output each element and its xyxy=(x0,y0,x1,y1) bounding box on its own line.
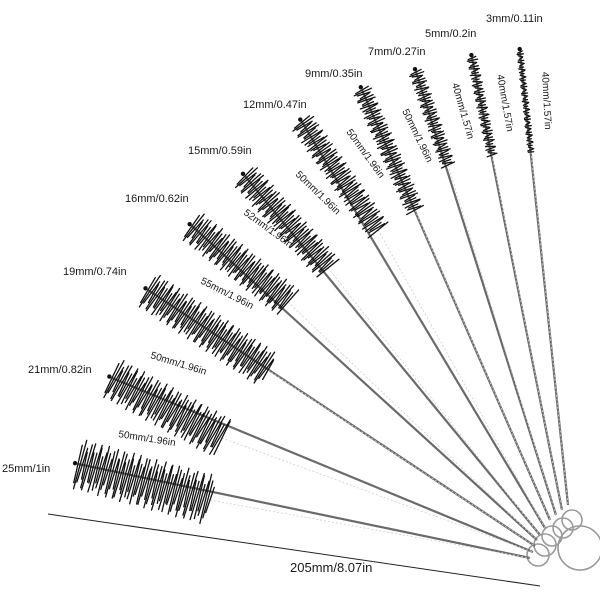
overall-length-label: 205mm/8.07in xyxy=(290,560,372,575)
brush-tip-15mm xyxy=(240,171,246,176)
brush-wire-twist-9mm xyxy=(414,209,551,521)
brush-15mm xyxy=(234,167,541,536)
diameter-label-3mm: 3mm/0.11in xyxy=(486,13,543,25)
brush-tip-21mm xyxy=(107,374,112,379)
brush-wire-7mm xyxy=(414,71,558,516)
brush-wire-twist-25mm xyxy=(209,499,531,559)
bristle-length-label-21mm: 50mm/1.96in xyxy=(149,350,208,377)
key-rings xyxy=(526,509,600,571)
brush-bristles-7mm xyxy=(409,68,456,169)
diameter-label-16mm: 16mm/0.62in xyxy=(125,193,189,205)
brush-7mm xyxy=(409,66,558,516)
diameter-label-9mm: 9mm/0.35in xyxy=(305,68,362,80)
diameter-label-21mm: 21mm/0.82in xyxy=(28,364,92,376)
brush-wire-twist-15mm xyxy=(327,267,541,536)
brush-9mm xyxy=(353,85,552,521)
brush-tip-19mm xyxy=(143,286,148,291)
brush-wire-21mm xyxy=(111,376,534,554)
brush-25mm xyxy=(72,439,531,560)
brush-wire-twist-12mm xyxy=(377,229,546,529)
brush-19mm xyxy=(138,274,536,547)
bristle-length-label-3mm: 40mm/1.57in xyxy=(539,72,553,130)
brush-bristles-16mm xyxy=(182,213,300,315)
brush-bristles-15mm xyxy=(234,167,340,278)
brush-3mm xyxy=(516,46,570,506)
brush-12mm xyxy=(292,115,546,529)
overall-length-dimension-line xyxy=(47,513,541,587)
brush-tip-5mm xyxy=(469,52,474,58)
brush-wire-twist-21mm xyxy=(221,437,534,553)
brush-bristles-5mm xyxy=(466,55,498,158)
brush-bristles-21mm xyxy=(103,360,232,456)
key-ring-6 xyxy=(557,525,600,571)
brush-wire-twist-19mm xyxy=(267,369,536,547)
key-ring-2 xyxy=(552,517,574,539)
brush-tip-7mm xyxy=(412,66,418,72)
brush-wire-19mm xyxy=(147,289,536,547)
diameter-label-15mm: 15mm/0.59in xyxy=(188,145,252,157)
brush-bristles-12mm xyxy=(292,115,389,239)
brush-wire-25mm xyxy=(77,462,531,560)
brush-wire-twist-7mm xyxy=(447,164,557,516)
brush-tip-9mm xyxy=(358,85,363,90)
brush-wire-12mm xyxy=(301,121,546,529)
brush-tip-12mm xyxy=(298,117,303,122)
brush-16mm xyxy=(182,213,538,541)
brush-wire-twist-16mm xyxy=(287,301,538,541)
key-ring-4 xyxy=(533,533,557,557)
diameter-label-25mm: 25mm/1in xyxy=(2,463,50,475)
brush-wire-15mm xyxy=(244,175,541,536)
brush-tip-16mm xyxy=(187,221,192,227)
brush-tip-3mm xyxy=(517,46,522,52)
brush-bristles-3mm xyxy=(516,50,535,153)
bristle-length-label-7mm: 40mm/1.57in xyxy=(449,82,476,141)
brush-wire-16mm xyxy=(191,225,538,541)
brush-tip-25mm xyxy=(72,461,78,466)
brush-wire-twist-3mm xyxy=(530,151,569,506)
brush-bristles-19mm xyxy=(138,274,276,384)
diameter-label-12mm: 12mm/0.47in xyxy=(243,99,307,111)
key-ring-5 xyxy=(526,543,550,567)
diameter-label-5mm: 5mm/0.2in xyxy=(425,28,476,40)
brushes-group xyxy=(72,46,570,560)
bristle-length-label-5mm: 40mm/1.57in xyxy=(494,74,515,133)
brush-bristles-9mm xyxy=(353,85,424,216)
brush-21mm xyxy=(103,360,534,554)
diameter-label-19mm: 19mm/0.74in xyxy=(63,266,127,278)
brush-bristles-25mm xyxy=(72,439,215,524)
diameter-label-7mm: 7mm/0.27in xyxy=(368,46,425,58)
brush-wire-twist-5mm xyxy=(491,154,563,511)
brush-5mm xyxy=(466,52,564,511)
